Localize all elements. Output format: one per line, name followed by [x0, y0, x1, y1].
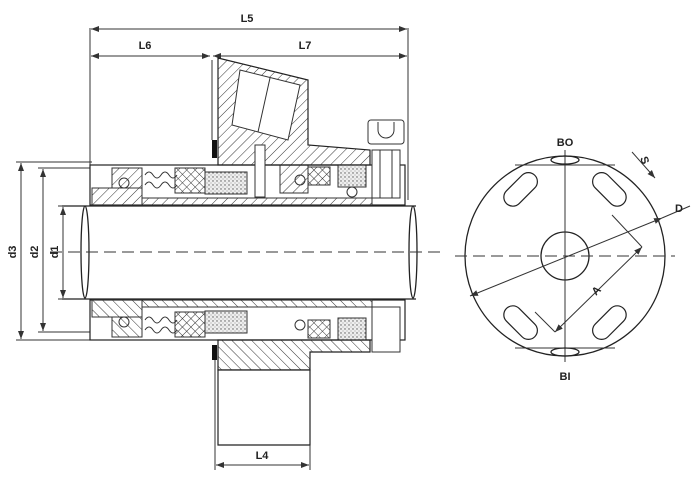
d2-label: d2	[29, 246, 41, 259]
gland-upper	[211, 57, 371, 198]
s-label: S	[637, 155, 651, 166]
flange-view: BO BI S D A	[455, 137, 691, 383]
dimension-l6: L6	[91, 40, 210, 59]
l7-label: L7	[299, 40, 312, 52]
l4-label: L4	[256, 450, 270, 462]
dimension-l4: L4	[216, 450, 309, 468]
seal-upper-half	[89, 119, 406, 206]
d-label: D	[675, 203, 683, 215]
dimension-l7: L7	[213, 40, 407, 59]
gland-lower	[212, 339, 371, 470]
slot-top-right	[592, 172, 627, 207]
slot-bottom-left	[503, 305, 538, 340]
dimension-d3: d3	[7, 161, 92, 341]
bi-label: BI	[560, 371, 571, 383]
dimension-d1: d1	[49, 205, 70, 300]
l5-label: L5	[241, 13, 254, 25]
d3-label: d3	[7, 246, 19, 259]
dimension-l5: L5	[89, 13, 409, 200]
shaft	[50, 205, 440, 300]
l6-label: L6	[139, 40, 152, 52]
dimension-d2: d2	[29, 167, 92, 333]
bo-label: BO	[557, 137, 574, 149]
seal-lower-half	[89, 299, 406, 353]
slot-top-left	[503, 172, 538, 207]
